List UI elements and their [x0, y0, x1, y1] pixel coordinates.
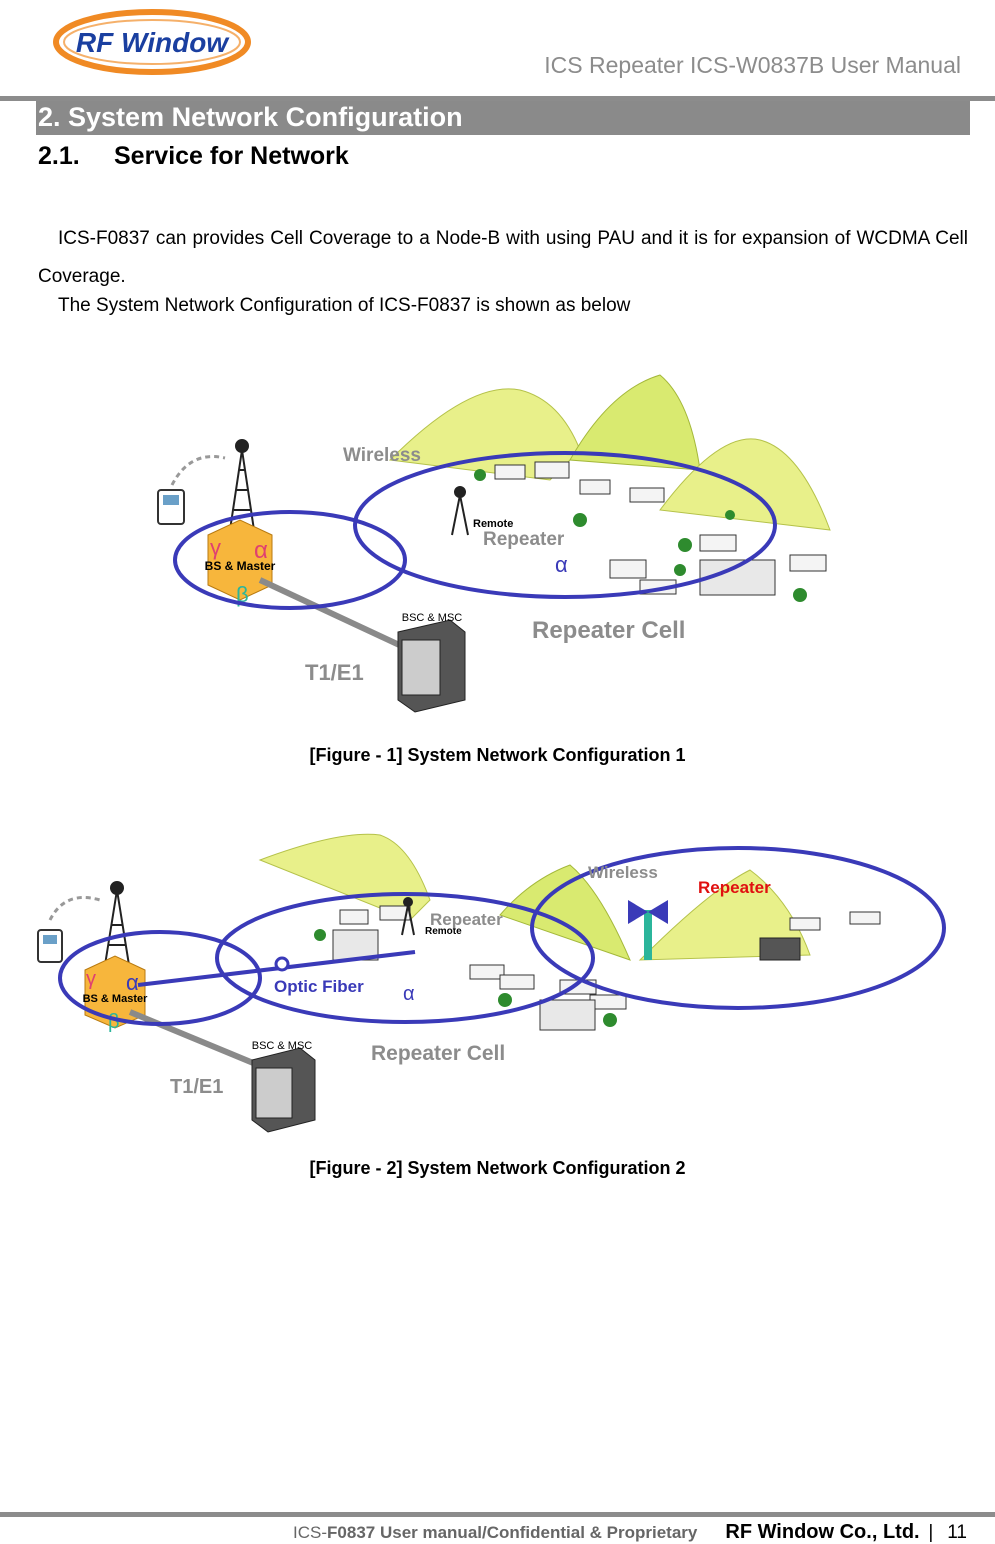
bs-master-box: BS & Master	[205, 519, 276, 601]
footer-separator: |	[928, 1522, 934, 1543]
wireless-label: Wireless	[343, 445, 421, 466]
bs-master-box: BS & Master	[83, 955, 149, 1029]
hill-shape	[388, 388, 581, 481]
hill-shape	[569, 374, 701, 471]
figure-1-caption: [Figure - 1] System Network Configuratio…	[309, 745, 686, 765]
gamma-sector-label: γ	[210, 535, 221, 560]
footer-confidential: F0837 User manual/Confidential & Proprie…	[327, 1523, 698, 1542]
bsc-msc-box: BSC & MSC	[251, 1040, 316, 1133]
mobile-phone-icon	[37, 896, 101, 963]
footer-company: RF Window Co., Ltd.	[725, 1521, 920, 1543]
subsection-title: Service for Network	[114, 142, 349, 170]
logo-text: RF Window	[76, 27, 230, 58]
page-footer: ICS-F0837 User manual/Confidential & Pro…	[293, 1521, 967, 1544]
alpha-sector-label: α	[254, 537, 268, 564]
trees	[474, 469, 807, 602]
remote-repeater-icon	[401, 897, 415, 936]
remote-label: Remote	[473, 518, 513, 530]
body-paragraph-2: The System Network Configuration of ICS-…	[58, 295, 631, 316]
mobile-phone-icon	[157, 455, 226, 525]
t1e1-link	[258, 577, 412, 653]
footer-divider	[0, 1512, 995, 1517]
repeater-alpha-label: α	[555, 552, 568, 577]
optic-fiber-node	[274, 956, 290, 972]
network-diagram-2: BS & Master γ α β T1/E1 BSC & MSC Optic …	[37, 833, 946, 1133]
trees	[314, 929, 617, 1027]
optic-fiber-label: Optic Fiber	[274, 977, 364, 996]
repeater-cell-ellipse	[353, 451, 777, 599]
page-number: 11	[947, 1522, 967, 1543]
bsc-msc-label: BSC & MSC	[252, 1040, 313, 1052]
t1e1-link	[128, 1009, 272, 1073]
bs-master-label: BS & Master	[83, 993, 149, 1005]
header-divider	[0, 96, 995, 101]
bsc-msc-label: BSC & MSC	[402, 612, 463, 624]
hill-shape	[499, 864, 631, 961]
subsection-number: 2.1.	[38, 142, 80, 170]
repeater-cell-label: Repeater Cell	[371, 1042, 505, 1065]
t1e1-label: T1/E1	[170, 1076, 223, 1098]
gamma-sector-label: γ	[86, 968, 96, 990]
hill-shape	[258, 833, 431, 921]
bs-cell-ellipse	[173, 510, 407, 610]
remote-repeater-icon	[451, 486, 469, 536]
bs-tower-icon	[104, 881, 130, 966]
bs-cell-ellipse	[58, 930, 262, 1026]
rf-window-logo: RF Window	[53, 9, 251, 75]
subsection-heading: 2.1. Service for Network	[38, 142, 349, 171]
repeater-alpha-label: α	[403, 983, 415, 1005]
beta-sector-label: β	[236, 582, 249, 607]
office-building	[759, 937, 801, 961]
wireless-label: Wireless	[588, 863, 658, 882]
body-paragraph-1: ICS-F0837 can provides Cell Coverage to …	[38, 228, 968, 287]
document-title: ICS Repeater ICS-W0837B User Manual	[544, 52, 961, 78]
t1e1-label: T1/E1	[305, 660, 364, 685]
wireless-repeater-label: Repeater	[698, 878, 771, 897]
repeater-antenna-icon	[628, 900, 668, 960]
remote-label: Remote	[425, 926, 462, 937]
section-heading-bar	[36, 101, 970, 135]
bsc-msc-box: BSC & MSC	[397, 612, 466, 713]
bs-tower-icon	[229, 439, 255, 531]
repeater-label: Repeater	[483, 529, 565, 550]
alpha-sector-label: α	[126, 970, 139, 995]
wireless-repeater-cell-ellipse	[530, 846, 946, 1010]
repeater-cell-label: Repeater Cell	[532, 617, 685, 644]
figure-2-caption: [Figure - 2] System Network Configuratio…	[309, 1158, 686, 1178]
section-title: 2. System Network Configuration	[38, 102, 463, 132]
repeater-label: Repeater	[430, 910, 503, 929]
network-diagram-1: BS & Master γ α β T1/E1 BSC & MSC Remote…	[157, 374, 831, 713]
footer-manual-prefix: ICS-	[293, 1523, 328, 1542]
repeater-cell-ellipse	[215, 892, 595, 1024]
bs-master-label: BS & Master	[205, 559, 276, 573]
beta-sector-label: β	[108, 1011, 120, 1033]
office-building	[539, 999, 596, 1031]
